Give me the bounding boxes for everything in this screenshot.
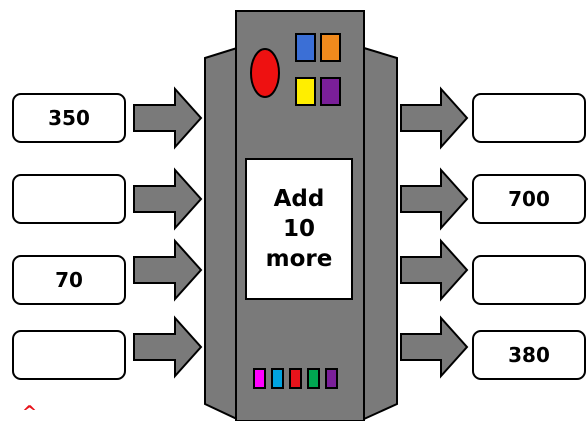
output-arrow-1	[400, 86, 469, 150]
violet-light	[325, 368, 338, 389]
output-arrow-4	[400, 315, 469, 379]
corner-caret-mark: ^	[22, 402, 38, 423]
output-arrow-3	[400, 238, 469, 302]
red-light	[289, 368, 302, 389]
input-box-4	[12, 330, 126, 380]
rule-line-2: 10	[282, 216, 315, 242]
input-box-1: 350	[12, 93, 126, 143]
input-arrow-4	[133, 315, 203, 379]
input-arrow-3	[133, 238, 203, 302]
green-light	[307, 368, 320, 389]
input-arrow-1	[133, 86, 203, 150]
output-box-4: 380	[472, 330, 586, 380]
orange-button	[320, 33, 341, 62]
machine-screen: Add 10 more	[245, 158, 353, 300]
cyan-light	[271, 368, 284, 389]
yellow-button	[295, 77, 316, 106]
machine-right-panel	[363, 46, 398, 421]
purple-button	[320, 77, 341, 106]
input-box-2	[12, 174, 126, 224]
input-box-3: 70	[12, 255, 126, 305]
blue-button	[295, 33, 316, 62]
magenta-light	[253, 368, 266, 389]
input-arrow-2	[133, 167, 203, 231]
machine-left-panel	[204, 46, 238, 421]
red-oval-indicator	[250, 48, 280, 98]
output-box-2: 700	[472, 174, 586, 224]
rule-line-3: more	[265, 246, 333, 272]
output-box-3	[472, 255, 586, 305]
output-box-1	[472, 93, 586, 143]
rule-line-1: Add	[273, 186, 325, 212]
output-arrow-2	[400, 167, 469, 231]
